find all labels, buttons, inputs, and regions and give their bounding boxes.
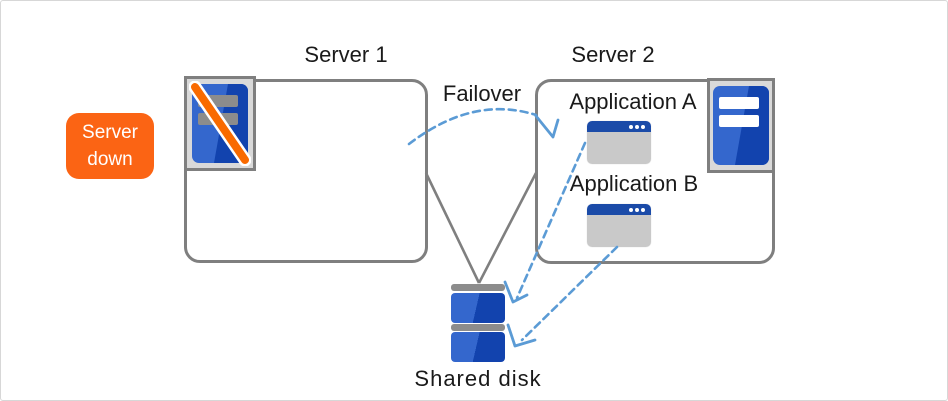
shared-disk-label: Shared disk xyxy=(414,366,542,391)
application-a-window-icon xyxy=(587,121,651,164)
application-a-arrowhead-icon xyxy=(503,280,529,304)
server2-to-disk-line xyxy=(477,172,538,284)
server1-to-disk-line xyxy=(424,172,481,284)
window-dot-icon xyxy=(629,207,633,212)
failover-arrow xyxy=(407,108,538,146)
server-down-badge-line1: Server xyxy=(82,122,138,143)
disk-stack-icon xyxy=(451,324,505,331)
failover-label: Failover xyxy=(442,81,522,106)
window-dot-icon xyxy=(635,124,639,129)
app-window-titlebar xyxy=(587,204,651,215)
window-dot-icon xyxy=(641,124,645,129)
server2-icon-box xyxy=(707,78,775,173)
window-dot-icon xyxy=(629,124,633,129)
server2-label: Server 2 xyxy=(571,42,655,67)
server1-icon-box xyxy=(184,76,256,171)
server-down-icon xyxy=(189,81,251,166)
application-b-label: Application B xyxy=(569,171,699,196)
window-dot-icon xyxy=(641,207,645,212)
orange-slash-icon xyxy=(189,81,251,166)
server-icon xyxy=(713,86,769,165)
server-down-badge-line2: down xyxy=(87,149,133,170)
app-window-titlebar xyxy=(587,121,651,132)
application-b-window-icon xyxy=(587,204,651,247)
disk-stack-icon xyxy=(451,284,505,291)
app-window-body xyxy=(587,132,651,164)
server-down-badge: Server down xyxy=(66,113,154,179)
application-a-label: Application A xyxy=(569,89,697,114)
server1-label: Server 1 xyxy=(304,42,388,67)
application-b-arrowhead-icon xyxy=(506,323,537,348)
disk-stack-icon xyxy=(451,332,505,362)
disk-stack-icon xyxy=(451,293,505,323)
app-window-body xyxy=(587,215,651,247)
window-dot-icon xyxy=(635,207,639,212)
